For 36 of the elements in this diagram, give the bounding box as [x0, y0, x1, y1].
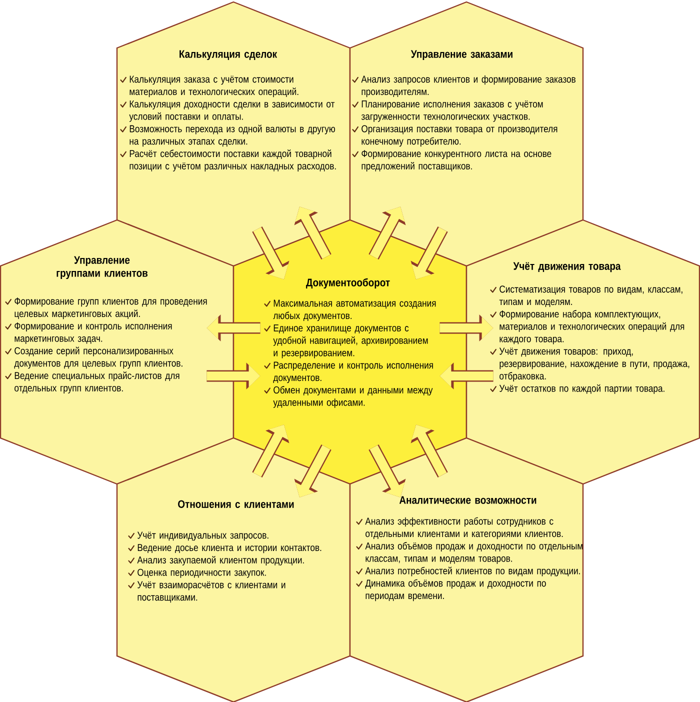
- bullet-text: Анализ эффективности работы сотрудников с отдельными клиентами и категориями клиентов.: [365, 517, 563, 540]
- bullet-text: Учёт индивидуальных запросов.: [137, 532, 268, 541]
- bullet-text: Анализ закупаемой клиентом продукции.: [137, 556, 304, 566]
- bullet-text: Анализ потребностей клиентов по видам продукции.: [365, 566, 580, 576]
- bullet-text: Ведение досье клиента и истории контактов.: [138, 544, 322, 554]
- bullet-text: Планирование исполнения заказов с учётом загруженности технологических участков.: [361, 100, 543, 122]
- bullet-text: Формирование набора комплектующих, материалов и технологических операций для каждого товара.: [500, 310, 684, 344]
- bullet-text: Динамика объёмов продаж и доходности по периодам времени.: [365, 579, 546, 602]
- bullet-text: Возможность перехода из одной валюты в другую на различных этапах сделки.: [130, 124, 335, 147]
- bullet-text: Оценка периодичности закупок.: [138, 568, 266, 578]
- bullet-text: Калькуляция доходности сделки в зависимости от условий поставки и оплаты.: [129, 100, 335, 122]
- bullet-text: Анализ запросов клиентов и формирование заказов производителям.: [361, 75, 576, 98]
- bullet-text: Формирование конкурентного листа на основе предложений поставщиков.: [362, 150, 552, 172]
- bullet-text: Учёт движения товаров: приход, резервирование, нахождение в пути, продажа, отбраковка.: [499, 348, 690, 382]
- bullet-text: Учёт взаиморасчётов с клиентами и поставщиками.: [137, 581, 286, 603]
- bullet-text: Учёт остатков по каждой партии товара.: [499, 384, 664, 394]
- heading: Управление группами клиентов: [56, 256, 148, 280]
- heading: Аналитические возможности: [399, 496, 536, 504]
- heading: Учёт движения товара: [513, 262, 621, 272]
- bullet-text: Организация поставки товара от производителя конечному потребителю.: [362, 125, 558, 147]
- bullet-text: Анализ объёмов продаж и доходности по отдельным классам, типам и моделям товаров.: [365, 542, 582, 564]
- bullet-text: Максимальная автоматизация создания любых документов.: [273, 300, 436, 322]
- bullet-text: Ведение специальных прайс-листов для отдельных групп клиентов.: [14, 372, 180, 394]
- heading: Управление заказами: [410, 50, 512, 60]
- bullet-text: Обмен документами и данными между удаленными офисами.: [273, 386, 433, 408]
- bullet-text: Единое хранилище документов с удобной навигацией, архивированием и резервированием.: [273, 324, 428, 358]
- bullet-text: Формирование групп клиентов для проведения целевых маркетинговых акций.: [14, 298, 207, 320]
- bullet-text: Распределение и контроль исполнения документов.: [273, 362, 433, 384]
- bullet-text: Расчёт себестоимости поставки каждой товарной позиции с учётом различных накладных расходов.: [130, 150, 336, 172]
- bullet-text: Калькуляция заказа с учётом стоимости материалов и технологических операций.: [130, 76, 298, 98]
- heading: Документооборот: [306, 278, 390, 289]
- bullet-text: Создание серий персонализированных документов для целевых групп клиентов.: [14, 346, 182, 369]
- heading: Отношения с клиентами: [178, 500, 294, 508]
- bullet-text: Формирование и контроль исполнения маркетинговых задач.: [14, 322, 172, 344]
- bullet-text: Систематизация товаров по видам, классам, типам и моделям.: [499, 286, 682, 307]
- heading: Калькуляция сделок: [180, 50, 278, 60]
